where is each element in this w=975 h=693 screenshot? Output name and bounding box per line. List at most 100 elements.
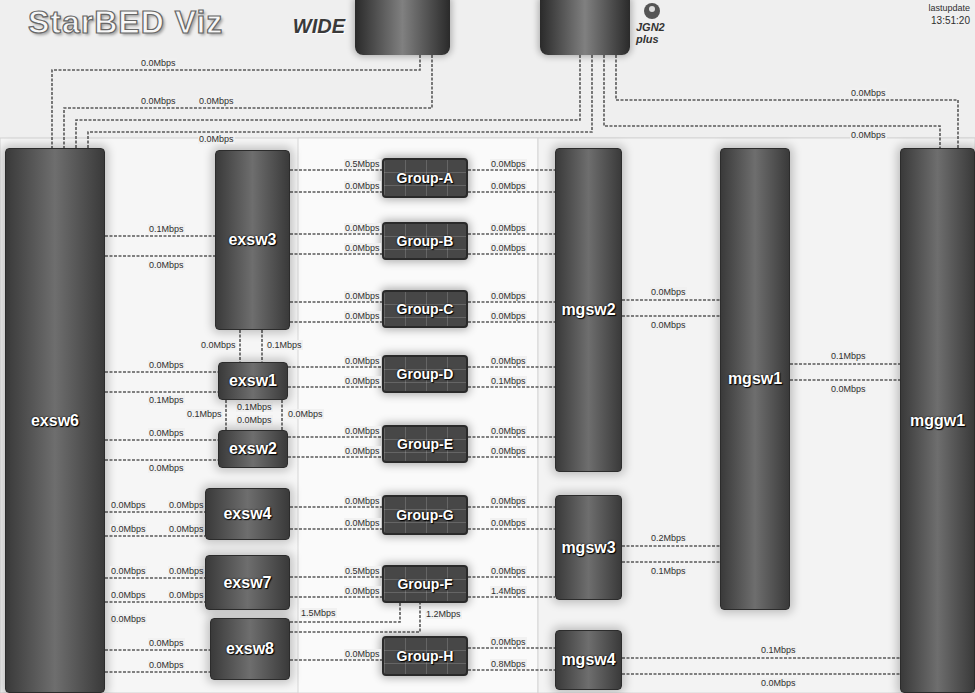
group-name: Group-F bbox=[397, 576, 452, 592]
link-line bbox=[288, 366, 382, 368]
link-line bbox=[790, 379, 900, 381]
link-line bbox=[616, 55, 958, 148]
link-line bbox=[622, 545, 720, 547]
traffic-label: 0.0Mbps bbox=[344, 243, 381, 253]
link-line bbox=[622, 561, 720, 563]
traffic-label: 0.1Mbps bbox=[650, 566, 687, 576]
link-line bbox=[622, 673, 900, 675]
network-pipe: WIDE bbox=[355, 0, 450, 55]
switch-box: mggw1 bbox=[900, 148, 975, 693]
link-line bbox=[261, 330, 263, 362]
link-line bbox=[290, 659, 382, 661]
group-rack: Group-F bbox=[382, 565, 468, 603]
switch-name: mggw1 bbox=[910, 412, 965, 430]
group-rack: Group-G bbox=[382, 495, 468, 535]
link-line bbox=[468, 233, 555, 235]
traffic-label: 0.0Mbps bbox=[760, 678, 797, 688]
link-line bbox=[105, 511, 205, 513]
link-line bbox=[468, 301, 555, 303]
traffic-label: 0.8Mbps bbox=[490, 659, 527, 669]
switch-name: exsw8 bbox=[226, 640, 274, 658]
free-label: 0.0Mbps bbox=[168, 500, 205, 510]
link-line bbox=[468, 191, 555, 193]
link-line bbox=[622, 299, 720, 301]
traffic-label: 0.0Mbps bbox=[148, 360, 185, 370]
switch-box: exsw4 bbox=[205, 488, 290, 540]
traffic-label: 1.4Mbps bbox=[490, 586, 527, 596]
link-line bbox=[105, 391, 218, 393]
link-line bbox=[468, 253, 555, 255]
traffic-label: 0.0Mbps bbox=[140, 96, 177, 106]
link-line bbox=[281, 400, 283, 430]
traffic-label: 0.0Mbps bbox=[148, 463, 185, 473]
traffic-label: 0.1Mbps bbox=[148, 395, 185, 405]
traffic-label: 0.0Mbps bbox=[148, 428, 185, 438]
free-label: 0.0Mbps bbox=[236, 415, 273, 425]
free-label: 0.1Mbps bbox=[236, 402, 273, 412]
traffic-label: 0.0Mbps bbox=[490, 291, 527, 301]
free-label: 0.0Mbps bbox=[168, 566, 205, 576]
link-line bbox=[468, 169, 555, 171]
switch-box: exsw7 bbox=[205, 555, 290, 610]
traffic-label: 0.0Mbps bbox=[140, 58, 177, 68]
link-line bbox=[105, 459, 218, 461]
link-line bbox=[290, 528, 382, 530]
traffic-label: 0.0Mbps bbox=[148, 260, 185, 270]
switch-box: exsw6 bbox=[5, 148, 105, 693]
free-label: 0.0Mbps bbox=[168, 524, 205, 534]
free-label: 0.0Mbps bbox=[110, 614, 147, 624]
traffic-label: 0.0Mbps bbox=[344, 291, 381, 301]
network-name: JGN2 plus bbox=[636, 22, 676, 45]
free-label: 13:51:20 bbox=[930, 15, 971, 26]
traffic-label: 0.0Mbps bbox=[490, 426, 527, 436]
link-line bbox=[105, 601, 205, 603]
main-panel bbox=[0, 138, 975, 693]
link-line bbox=[468, 669, 555, 671]
traffic-label: 0.0Mbps bbox=[198, 96, 235, 106]
group-rack: Group-C bbox=[382, 290, 468, 328]
link-line bbox=[290, 603, 400, 622]
traffic-label: 0.0Mbps bbox=[344, 518, 381, 528]
traffic-label: 0.0Mbps bbox=[344, 426, 381, 436]
traffic-label: 0.1Mbps bbox=[148, 224, 185, 234]
group-name: Group-H bbox=[397, 648, 454, 664]
traffic-label: 0.0Mbps bbox=[148, 638, 185, 648]
link-line bbox=[105, 371, 218, 373]
link-line bbox=[225, 400, 227, 430]
group-name: Group-A bbox=[397, 170, 454, 186]
link-line bbox=[468, 386, 555, 388]
switch-box: mgsw3 bbox=[555, 495, 622, 600]
link-line bbox=[468, 528, 555, 530]
switch-box: mgsw2 bbox=[555, 148, 622, 472]
link-line bbox=[468, 647, 555, 649]
link-line bbox=[290, 191, 382, 193]
switch-box: exsw1 bbox=[218, 362, 288, 400]
traffic-label: 0.0Mbps bbox=[490, 356, 527, 366]
traffic-label: 0.5Mbps bbox=[344, 566, 381, 576]
traffic-label: 0.1Mbps bbox=[490, 376, 527, 386]
link-line bbox=[105, 671, 210, 673]
link-line bbox=[290, 596, 382, 598]
switch-box: mgsw1 bbox=[720, 148, 790, 610]
traffic-label: 0.2Mbps bbox=[650, 533, 687, 543]
group-name: Group-G bbox=[396, 507, 454, 523]
link-line bbox=[288, 386, 382, 388]
traffic-label: 0.0Mbps bbox=[344, 181, 381, 191]
traffic-label: 0.0Mbps bbox=[490, 311, 527, 321]
traffic-label: 0.0Mbps bbox=[110, 566, 147, 576]
traffic-label: 0.1Mbps bbox=[186, 409, 223, 419]
traffic-label: 0.0Mbps bbox=[344, 586, 381, 596]
traffic-label: 0.0Mbps bbox=[490, 496, 527, 506]
traffic-label: 0.1Mbps bbox=[760, 645, 797, 655]
traffic-label: 0.5Mbps bbox=[344, 159, 381, 169]
traffic-label: 0.0Mbps bbox=[490, 566, 527, 576]
switch-name: mgsw2 bbox=[561, 301, 615, 319]
link-line bbox=[468, 456, 555, 458]
link-line bbox=[64, 55, 432, 148]
group-name: Group-C bbox=[397, 301, 454, 317]
mg-panel bbox=[538, 138, 975, 693]
diagram-title: StarBED Viz bbox=[28, 4, 223, 41]
group-name: Group-E bbox=[397, 436, 453, 452]
